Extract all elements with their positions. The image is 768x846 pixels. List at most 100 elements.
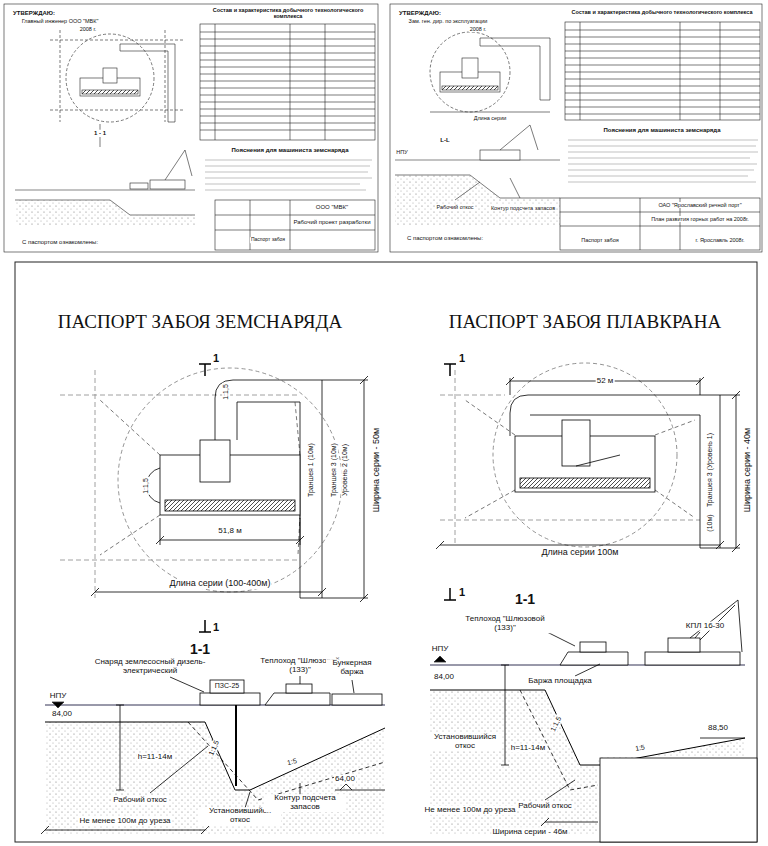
drawing-label: Ширина серии - 40м: [743, 427, 753, 514]
main-frame: [15, 262, 757, 842]
drawing-label: Ширина серии - 46м: [491, 828, 568, 837]
drawing-path: [205, 160, 372, 190]
drawing-label: Главный инженер ООО "МВК": [21, 18, 100, 24]
drawing-path: [165, 150, 192, 180]
drawing-label: Не менее 100м до уреза: [78, 817, 171, 826]
drawing-path: [116, 705, 124, 790]
drawing-rect: [82, 90, 138, 94]
drawing-path: [430, 690, 745, 765]
drawing-label: Ширина серии - 50м: [372, 427, 382, 514]
drawing-label: 1: [458, 352, 466, 364]
drawing-path: [501, 665, 509, 765]
drawing-path: [91, 588, 326, 596]
drawing-path: [545, 780, 575, 800]
drawing-label: Баржа площадка: [527, 677, 593, 686]
drawing-label: h=11-14м: [510, 744, 547, 753]
drawing-label: L-L: [439, 137, 450, 144]
drawing-path: [156, 518, 304, 545]
drawing-path: [520, 690, 598, 790]
drawing-label: Рабочий откос: [517, 802, 573, 811]
drawing-label: Длина серии 100м: [540, 548, 619, 558]
drawing-label: Рабочий откос: [436, 204, 475, 210]
drawing-path: [215, 200, 375, 250]
drawing-label: Траншея 3 (Уровень 1): [706, 432, 714, 508]
drawing-line: [395, 160, 560, 161]
drawing-path: [700, 738, 745, 739]
drawing-path: [720, 391, 740, 552]
drawing-path: [500, 125, 538, 150]
drawing-path: [560, 198, 760, 250]
drawing-line: [60, 395, 300, 396]
drawing-label: ОАО "Ярославский речной порт": [657, 202, 742, 208]
drawing-label: Снаряд землесосный дизель-электрический: [89, 658, 211, 676]
drawing-label: Длина серии (100-400м): [168, 579, 271, 589]
drawing-label: Рабочий проект разработки: [292, 219, 371, 226]
drawing-path: [45, 722, 385, 835]
drawing-rect: [215, 200, 375, 250]
drawing-label: 1:1,5: [142, 477, 150, 495]
drawing-label: Пояснения для машиниста земснаряда: [603, 127, 722, 134]
drawing-label: Теплоход "Шлюзовой (133)": [459, 615, 551, 633]
drawing-path: [199, 620, 211, 632]
drawing-label: Контур подсчета запасов: [490, 205, 556, 211]
drawing-rect: [200, 693, 260, 705]
drawing-rect: [150, 180, 185, 189]
drawing-label: Паспорт забоя: [580, 237, 620, 243]
drawing-label: УТВЕРЖДАЮ:: [12, 10, 56, 17]
drawing-label: (10м): [706, 513, 714, 532]
drawing-label: 2008 г.: [79, 26, 98, 32]
drawing-rect: [560, 198, 760, 250]
drawing-label: 1: [212, 352, 220, 364]
drawing-path: [45, 722, 385, 790]
drawing-rect: [565, 22, 760, 120]
drawing-path: [395, 175, 560, 225]
drawing-line: [60, 30, 61, 122]
drawing-path: [541, 818, 598, 826]
drawing-circle: [66, 34, 154, 122]
drawing-label: Установившийся откос: [428, 733, 502, 751]
drawing-circle: [430, 32, 510, 112]
drawing-rect: [562, 420, 590, 466]
drawing-path: [215, 24, 325, 140]
drawing-rect: [130, 183, 148, 189]
drawing-path: [444, 588, 456, 600]
small-sheet-left: [4, 4, 378, 252]
drawing-path: [322, 376, 368, 602]
sheet-title: ПАСПОРТ ЗАБОЯ ПЛАВКРАНА: [448, 312, 723, 333]
drawing-label: 1:5: [285, 757, 298, 767]
drawing-circle: [493, 363, 677, 547]
drawing-label: Зам. ген. дир. по эксплуатации: [408, 18, 489, 24]
small-sheet-right: [390, 4, 762, 252]
drawing-rect: [668, 638, 700, 652]
drawing-label: План развития горных работ на 2008г.: [650, 216, 750, 222]
drawing-label: 1-1: [514, 592, 536, 607]
drawing-line: [440, 395, 505, 396]
drawing-path: [576, 455, 620, 466]
drawing-rect: [200, 440, 230, 482]
drawing-path: [188, 722, 385, 800]
drawing-label: 1:1,5: [207, 738, 221, 757]
drawing-label: Пояснения для машиниста земснаряда: [231, 147, 350, 154]
sheet-title: ПАСПОРТ ЗАБОЯ ЗЕМСНАРЯДА: [57, 312, 343, 333]
drawing-rect: [480, 150, 520, 160]
drawing-path: [568, 140, 758, 182]
drawing-path: [444, 364, 456, 376]
drawing-label: ПЗС-25: [214, 682, 240, 690]
drawing-label: Рабочий откос: [112, 796, 168, 805]
drawing-label: 51,8 м: [217, 527, 242, 536]
drawing-path: [120, 44, 175, 122]
dredger-plan: [60, 364, 368, 632]
drawing-rect: [15, 262, 757, 842]
drawing-label: 1:1,5: [549, 714, 564, 733]
drawing-label: 84,00: [51, 710, 73, 719]
drawing-path: [465, 400, 695, 518]
drawing-label: Бункерная баржа: [326, 659, 378, 677]
drawing-rect: [4, 4, 378, 252]
drawing-label: УТВЕРЖДАЮ:: [398, 10, 442, 17]
drawing-label: г. Ярославль 2008г.: [695, 237, 746, 243]
drawing-path: [41, 826, 209, 834]
drawing-path: [565, 30, 760, 114]
drawing-label: 1:5: [634, 743, 647, 753]
